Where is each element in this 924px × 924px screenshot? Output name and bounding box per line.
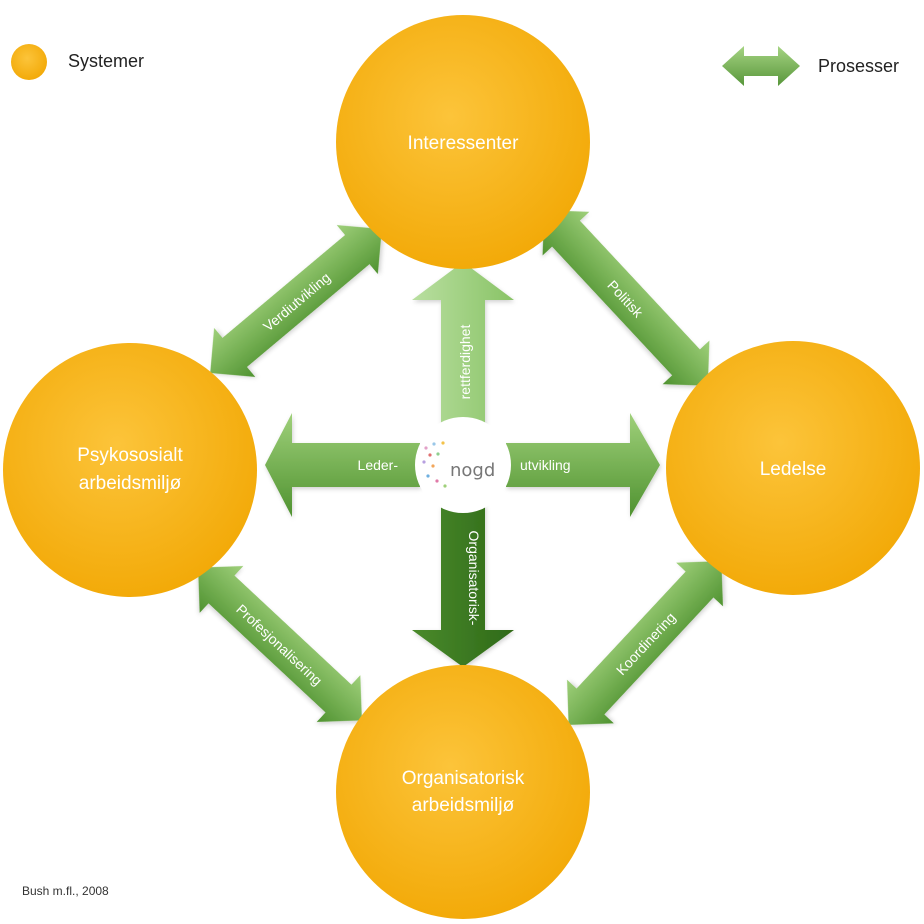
system-node-bottom: Organisatorisk arbeidsmiljø bbox=[336, 665, 590, 919]
process-arrow-center-down: Organisatorisk- bbox=[412, 505, 514, 667]
process-label-center-right: utvikling bbox=[520, 457, 571, 473]
legend: Systemer Prosesser bbox=[11, 44, 899, 86]
system-label-bottom-line1: Organisatorisk bbox=[402, 768, 525, 789]
system-node-top: Interessenter bbox=[336, 15, 590, 269]
legend-system-swatch bbox=[11, 44, 47, 80]
system-circle bbox=[336, 665, 590, 919]
process-arrow-center-left: Leder- bbox=[265, 413, 420, 517]
source-citation: Bush m.fl., 2008 bbox=[22, 884, 109, 898]
logo-background bbox=[415, 417, 511, 513]
legend-processes-label: Prosesser bbox=[818, 56, 899, 76]
process-arrow-center-right: utvikling bbox=[506, 413, 660, 517]
system-node-left: Psykososialt arbeidsmiljø bbox=[3, 343, 257, 597]
center-logo: nogd bbox=[415, 417, 511, 513]
legend-systems-label: Systemer bbox=[68, 51, 144, 71]
process-label-bottom-left: Profesjonalisering bbox=[233, 601, 325, 689]
system-circle bbox=[666, 341, 920, 595]
process-arrow-top-left: Verdiutvikling bbox=[210, 225, 382, 377]
system-label-top: Interessenter bbox=[408, 133, 520, 154]
system-label-left-line1: Psykososialt bbox=[77, 445, 183, 466]
process-arrow-center-up: rettferdighet bbox=[412, 262, 514, 425]
process-arrow-bottom-right: Koordinering bbox=[567, 561, 723, 725]
system-node-right: Ledelse bbox=[666, 341, 920, 595]
logo-dots-icon bbox=[422, 441, 447, 488]
process-arrow-bottom-left: Profesjonalisering bbox=[198, 566, 362, 722]
process-label-center-down: Organisatorisk- bbox=[466, 531, 482, 626]
process-label-center-up: rettferdighet bbox=[457, 325, 473, 400]
system-circle bbox=[336, 15, 590, 269]
system-label-bottom-line2: arbeidsmiljø bbox=[412, 795, 515, 816]
system-label-right: Ledelse bbox=[760, 459, 827, 480]
logo-text: nogd bbox=[450, 460, 495, 481]
system-label-left-line2: arbeidsmiljø bbox=[79, 473, 182, 494]
process-label-center-left: Leder- bbox=[358, 457, 399, 473]
system-circle bbox=[3, 343, 257, 597]
legend-process-arrow bbox=[722, 46, 800, 86]
